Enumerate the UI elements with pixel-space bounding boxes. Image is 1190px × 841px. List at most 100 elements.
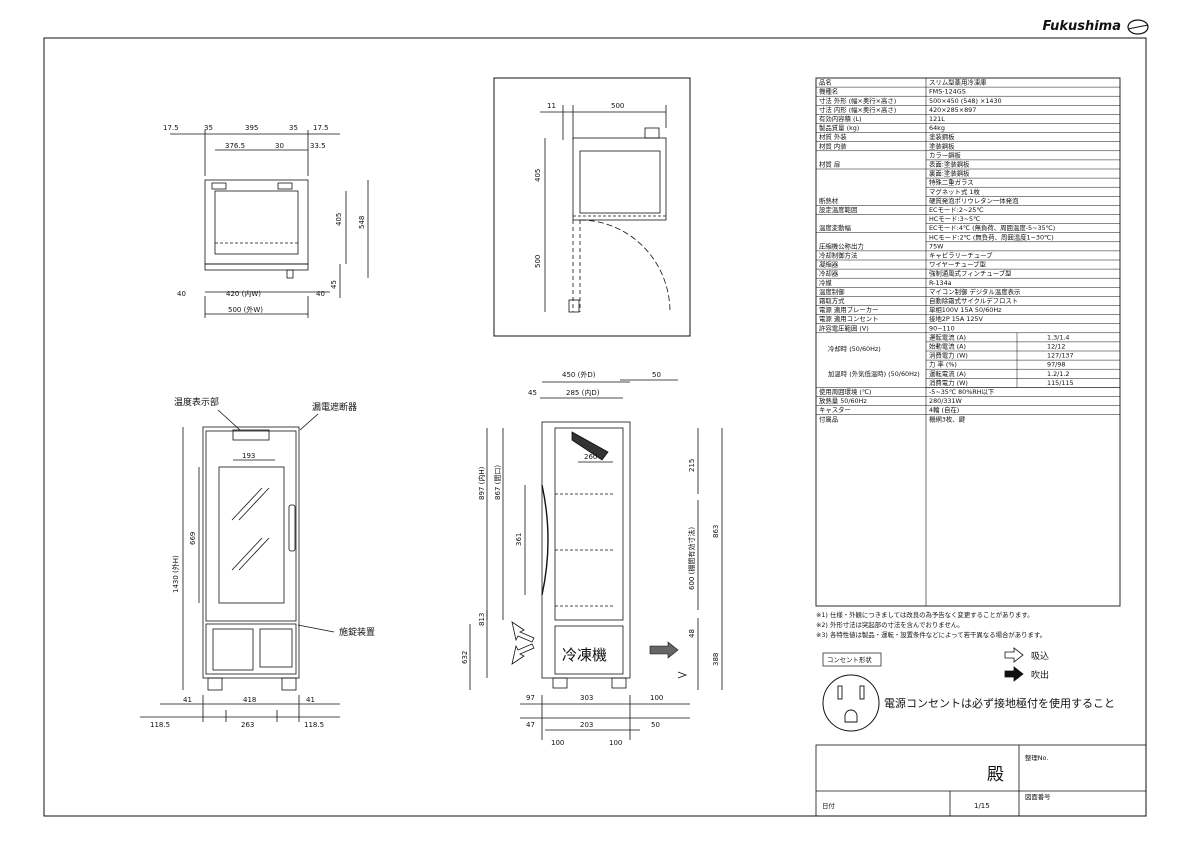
- dim-label: 867 (間口): [494, 465, 502, 500]
- dim-label: 361: [515, 533, 523, 546]
- dim-label: 303: [580, 694, 593, 702]
- spec-value: HCモード:2℃ (無負荷、周囲温度1~30℃): [929, 232, 1054, 241]
- refrigeration-unit-label: 冷凍機: [562, 646, 607, 664]
- dim-label: 17.5: [313, 124, 329, 132]
- date-label: 日付: [822, 801, 835, 810]
- spec-value: 1.2/1.2: [1047, 370, 1069, 378]
- spec-value: -5~35℃ 80%RH以下: [929, 388, 995, 396]
- spec-value: 硬質発泡ポリウレタン一体発泡: [929, 196, 1019, 205]
- spec-label: 温度変動幅: [819, 223, 852, 232]
- brand-logo: Fukushima: [1042, 19, 1121, 34]
- spec-label: 冷却時 (50/60Hz): [828, 344, 881, 353]
- spec-value: 特殊二重ガラス: [929, 178, 974, 187]
- dim-label: 1430 (外H): [171, 555, 180, 593]
- sheet-border: [43, 37, 1147, 817]
- drawing-no-label: 図面番号: [1025, 793, 1051, 801]
- dim-label: 669: [189, 532, 197, 545]
- temp-display-label: 温度表示部: [174, 396, 219, 408]
- spec-label: 断熱材: [819, 196, 839, 205]
- spec-label: 使用周囲環境 (℃): [819, 387, 872, 396]
- spec-value: ECモード:2~25℃: [929, 206, 984, 214]
- spec-value: 強制通風式フィンチューブ型: [929, 269, 1012, 278]
- dim-label: 500: [611, 102, 624, 110]
- spec-label: 運転電流 (A): [929, 332, 966, 341]
- dim-label: 388: [712, 653, 720, 666]
- spec-value: 単相100V 15A 50/60Hz: [929, 305, 1002, 314]
- spec-value: スリム型薬用冷凍庫: [929, 78, 987, 87]
- dim-label: 45: [528, 389, 537, 397]
- spec-label: 寸法 外形 (幅×奥行×高さ): [819, 96, 896, 105]
- intake-arrow-icon: [511, 621, 535, 643]
- front-view-small: [170, 130, 369, 318]
- spec-value: 表面:塗装鋼板: [929, 160, 970, 169]
- spec-label: 電源 適用コンセント: [819, 314, 879, 323]
- spec-value: 4輪 (自在): [929, 405, 959, 414]
- grounded-outlet-icon: [822, 674, 880, 732]
- honorific-label: 殿: [987, 765, 1004, 785]
- outlet-title-box: [822, 652, 882, 667]
- dim-label: 47: [526, 721, 535, 729]
- spec-value: 75W: [929, 242, 944, 250]
- dim-label: 500: [534, 255, 542, 268]
- dim-label: 897 (内H): [477, 466, 486, 500]
- spec-label: 冷却器: [819, 269, 839, 278]
- spec-value: 棚網3枚、鍵: [929, 414, 966, 423]
- spec-value: 121L: [929, 115, 945, 123]
- dim-label: 600 (棚間有効寸法): [687, 527, 696, 590]
- dim-label: 203: [580, 721, 593, 729]
- dim-label: 100: [650, 694, 663, 702]
- dim-label: 100: [609, 739, 622, 747]
- spec-label: 材質 外装: [819, 132, 847, 141]
- spec-label: 放熱量 50/60Hz: [819, 396, 867, 405]
- spec-value: 1.3/1.4: [1047, 333, 1069, 341]
- dim-label: 193: [242, 452, 255, 460]
- spec-label: 品名: [819, 78, 832, 87]
- spec-value: 500×450 (548) ×1430: [929, 97, 1002, 105]
- spec-value: FMS-124GS: [929, 88, 966, 96]
- spec-label: 運転電流 (A): [929, 369, 966, 378]
- outlet-note: 電源コンセントは必ず接地極付を使用すること: [884, 696, 1115, 710]
- spec-label: キャスター: [819, 405, 851, 414]
- dim-label: 813: [478, 613, 486, 626]
- breaker-label: 漏電遮断器: [312, 401, 357, 413]
- exhaust-legend-icon: [1004, 666, 1024, 682]
- intake-arrow-icon: [511, 643, 535, 665]
- spec-label: 消費電力 (W): [929, 378, 968, 387]
- spec-label: 材質 内装: [819, 141, 847, 150]
- dim-label: 285 (内D): [566, 388, 600, 397]
- dim-label: 263: [241, 721, 254, 729]
- dim-label: 48: [688, 629, 696, 638]
- spec-value: キャピラリーチューブ: [929, 251, 993, 260]
- dim-label: 41: [306, 696, 315, 704]
- dim-label: 35: [289, 124, 298, 132]
- spec-value: 自動除霜式サイクルデフロスト: [929, 296, 1018, 305]
- spec-value: ECモード:4℃ (無負荷、周囲温度-5~35℃): [929, 223, 1055, 232]
- spec-value: HCモード:3~5℃: [929, 215, 980, 223]
- spec-label: 力 率 (%): [929, 360, 957, 369]
- dim-label: 118.5: [304, 721, 324, 729]
- spec-value: R-134a: [929, 279, 952, 287]
- spec-label: 機種名: [819, 87, 838, 96]
- dim-label: 30: [275, 142, 284, 150]
- dim-label: 405: [335, 213, 343, 226]
- dim-label: 40: [316, 290, 325, 298]
- spec-value: 塗装鋼板: [929, 132, 955, 141]
- spec-label: 冷却制御方法: [819, 251, 858, 260]
- spec-label: 加温時 (外気低温時) (50/60Hz): [828, 369, 920, 378]
- outlet-title: コンセント形状: [827, 655, 872, 664]
- side-small-dims: 11 500 405 500: [534, 102, 624, 268]
- dim-label: 548: [358, 216, 366, 229]
- spec-label: 製品質量 (kg): [819, 123, 859, 132]
- note-text: ※2) 外形寸法は突起部の寸法を含んでおりません。: [816, 620, 964, 629]
- dim-label: 215: [688, 459, 696, 472]
- spec-value: 裏面:塗装鋼板: [929, 169, 970, 178]
- exhaust-arrow-icon: [649, 641, 679, 659]
- brand-mark-icon: [1127, 19, 1149, 35]
- exhaust-legend-label: 吹出: [1031, 669, 1049, 681]
- dim-label: 45: [330, 280, 338, 289]
- dim-label: 40: [177, 290, 186, 298]
- spec-value: ワイヤーチューブ型: [929, 260, 987, 269]
- dim-label: 863: [712, 525, 720, 538]
- spec-value: 塗装鋼板: [929, 141, 955, 150]
